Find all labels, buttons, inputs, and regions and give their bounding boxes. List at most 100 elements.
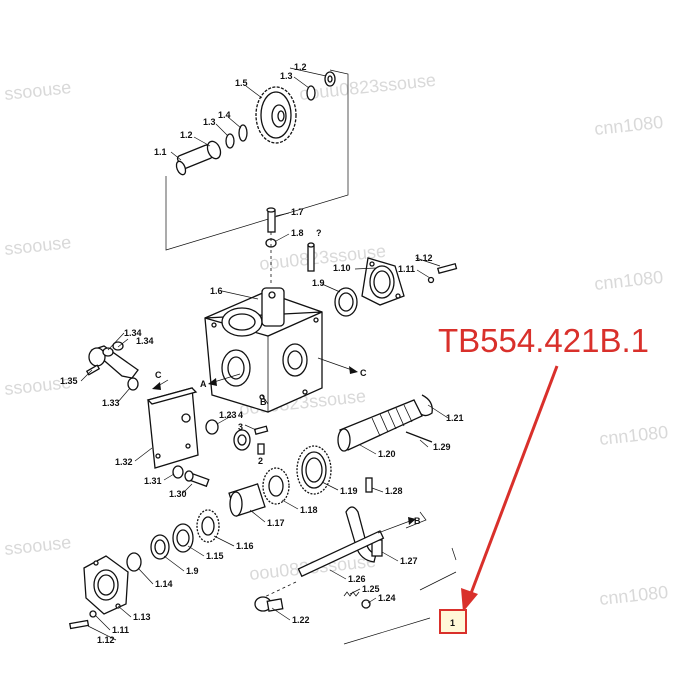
part-label: 1.11 (398, 264, 415, 274)
part-label: 1.13 (133, 612, 151, 622)
part-label: 1.26 (348, 574, 366, 584)
svg-text:oouu0823ssouse: oouu0823ssouse (298, 70, 436, 104)
part-label: 1.29 (433, 442, 451, 452)
part-label: 1.8 (291, 228, 304, 238)
part-label: 1.16 (236, 541, 254, 551)
part-number-code: TB554.421B.1 (438, 322, 649, 359)
part-label: 1.2 (294, 62, 307, 72)
svg-text:ssoouse: ssoouse (3, 532, 72, 559)
part-label: 1.15 (206, 551, 224, 561)
part-label: 1.31 (144, 476, 162, 486)
part-label: ? (316, 228, 322, 238)
spring-part-1-25 (343, 591, 360, 597)
flange-part-1-10 (361, 257, 405, 306)
o-ring-part-1-14 (126, 552, 142, 572)
gear-part-1-16 (196, 509, 220, 543)
pin-part-1-29 (405, 431, 433, 443)
gearbox-housing-part-1-6 (204, 287, 323, 413)
svg-text:cnn1080: cnn1080 (598, 582, 669, 609)
part-label: 1.9 (312, 278, 325, 288)
part-label: 1.3 (280, 71, 293, 81)
part-label: 1.19 (340, 486, 358, 496)
bearing-part-1-15 (172, 523, 194, 553)
direction-arrows (152, 357, 358, 405)
svg-text:cnn1080: cnn1080 (593, 112, 664, 139)
part-label: 1.3 (203, 117, 216, 127)
seal-part-1-9-lower (150, 534, 170, 560)
bolt-part-1-12-lower (69, 619, 90, 630)
washer-part-1-31 (172, 465, 184, 479)
spline-shaft-part-1-20 (337, 399, 423, 452)
part-label: C (360, 368, 367, 378)
bolt-part-1-30 (184, 470, 210, 488)
part-label: 1.32 (115, 457, 133, 467)
bushing-part-1-2 (206, 140, 222, 160)
highlight-annotation: TB554.421B.1 1 (438, 322, 649, 634)
leader-lines (80, 67, 449, 641)
bolt-part-1-28 (365, 477, 373, 493)
part-labels: 1.1 1.2 1.3 1.4 1.5 1.3 1.2 1.7 1.8 ? 1.… (60, 62, 464, 645)
plug-part-1-22 (254, 596, 284, 612)
part-label: 1.20 (378, 449, 396, 459)
part-label: 2 (258, 456, 263, 466)
highlight-box-label: 1 (450, 618, 455, 628)
part-label: 1.7 (291, 207, 304, 217)
part-label: 1.30 (169, 489, 187, 499)
ring-part-1-4 (238, 124, 248, 142)
part-label: 1.12 (415, 253, 433, 263)
part-label: 1.34 (136, 336, 154, 346)
part-label: 1.35 (60, 376, 78, 386)
part-label: 1.33 (102, 398, 120, 408)
svg-text:ssoouse: ssoouse (3, 232, 72, 259)
gear-part-1-5 (255, 86, 297, 144)
part-label: 1.25 (362, 584, 380, 594)
part-label: 3 (238, 422, 243, 432)
part-label: 1.22 (292, 615, 310, 625)
part-label: 1.9 (186, 566, 199, 576)
part-label: 1.23 (219, 410, 237, 420)
ring-part-1-3 (225, 133, 235, 149)
part-label: 1.17 (267, 518, 285, 528)
part-label: 1.5 (235, 78, 248, 88)
svg-text:cnn1080: cnn1080 (593, 267, 664, 294)
svg-text:cnn1080: cnn1080 (598, 422, 669, 449)
part-label: 1.14 (155, 579, 173, 589)
seal-part-1-23 (205, 419, 219, 435)
sleeve-gear-part-1-19 (296, 445, 332, 495)
needle-bearing-part-1-17 (228, 483, 266, 517)
cover-plate-part-1-32 (146, 387, 199, 469)
flange-part-1-13 (83, 555, 129, 615)
highlight-box (439, 609, 467, 634)
part-label: 1.12 (97, 635, 115, 645)
section-outline (343, 511, 457, 645)
part-label: 1.6 (210, 286, 223, 296)
washer-part-1-11-lower (89, 610, 97, 618)
part-label: 1.4 (218, 110, 231, 120)
pin-part-3 (253, 425, 269, 435)
part-label: 1.21 (446, 413, 464, 423)
top-shaft-assembly (175, 71, 336, 176)
part-label: 1.34 (124, 328, 142, 338)
part-label: C (155, 370, 162, 380)
ring-part-1-3-upper (306, 85, 316, 101)
svg-text:ssoouse: ssoouse (3, 77, 72, 104)
part-label: 1.10 (333, 263, 351, 273)
part-label: 1.2 (180, 130, 193, 140)
shift-lever-part-1-33 (85, 341, 139, 391)
part-label: 1.1 (154, 147, 167, 157)
bolt-part-1-12 (427, 262, 458, 284)
pin-part-1-1 (175, 144, 214, 176)
top-assembly-frame (165, 69, 349, 251)
part-label: B (260, 397, 267, 407)
housing-bolts (265, 207, 315, 285)
part-label: 1.28 (385, 486, 403, 496)
part-label: 1.27 (400, 556, 418, 566)
part-label: 1.11 (112, 625, 129, 635)
ball-part-1-24 (361, 599, 371, 609)
shift-rod-part-1-26 (257, 517, 416, 601)
part-label: 1.24 (378, 593, 396, 603)
gear-part-1-18 (262, 467, 290, 505)
part-label: A (200, 379, 207, 389)
part-label: B (414, 516, 421, 526)
